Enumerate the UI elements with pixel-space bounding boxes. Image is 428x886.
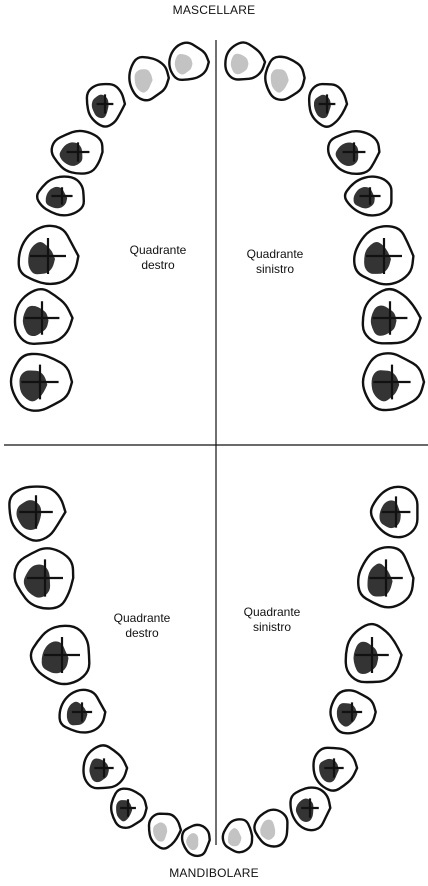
lower-left-tooth-2: [358, 547, 413, 607]
upper-left-tooth-7: [363, 289, 421, 343]
upper-left-tooth-4: [328, 131, 379, 174]
lower-left-tooth-1: [371, 487, 417, 537]
lower-left-tooth-6: [290, 788, 330, 831]
lower-right-tooth-3: [31, 626, 89, 684]
quadrant-upper-right-line1: Quadrante: [108, 243, 208, 258]
lower-left-tooth-5: [314, 748, 358, 791]
lower-right-tooth-7: [149, 814, 181, 849]
upper-left-tooth-8: [363, 353, 424, 410]
upper-arch-teeth: [11, 42, 424, 410]
lower-right-tooth-2: [15, 548, 74, 608]
lower-arch-teeth: [9, 487, 417, 856]
quadrant-upper-right: Quadrante destro: [108, 243, 208, 273]
lower-arch-label: MANDIBOLARE: [0, 866, 428, 880]
upper-right-tooth-3: [87, 84, 125, 127]
lower-left-tooth-7: [254, 810, 287, 847]
lower-left-tooth-8: [223, 819, 252, 852]
upper-right-tooth-4: [52, 131, 103, 174]
upper-right-tooth-2: [129, 57, 168, 100]
upper-right-tooth-7: [15, 289, 73, 344]
upper-arch-label: MASCELLARE: [0, 3, 428, 17]
upper-right-tooth-6: [19, 226, 79, 284]
quadrant-upper-right-line2: destro: [108, 258, 208, 273]
quadrant-lower-left-line2: sinistro: [222, 620, 322, 635]
upper-left-tooth-3: [309, 84, 347, 127]
upper-left-tooth-6: [354, 226, 413, 284]
quadrant-upper-left-line2: sinistro: [225, 262, 325, 277]
lower-right-tooth-8: [182, 825, 210, 856]
upper-left-tooth-2: [265, 57, 304, 100]
lower-right-tooth-4: [60, 690, 106, 733]
quadrant-lower-left: Quadrante sinistro: [222, 605, 322, 635]
upper-right-tooth-8: [11, 354, 72, 411]
quadrant-lower-right-line1: Quadrante: [92, 611, 192, 626]
lower-right-tooth-6: [111, 789, 146, 828]
lower-left-tooth-3: [346, 624, 402, 682]
upper-left-tooth-5: [345, 177, 391, 216]
lower-right-tooth-1: [9, 487, 65, 541]
quadrant-lower-left-line1: Quadrante: [222, 605, 322, 620]
quadrant-lower-right: Quadrante destro: [92, 611, 192, 641]
quadrant-lower-right-line2: destro: [92, 626, 192, 641]
lower-right-tooth-5: [84, 745, 128, 788]
lower-left-tooth-4: [330, 690, 375, 733]
upper-left-tooth-1: [225, 42, 265, 79]
upper-right-tooth-1: [169, 43, 208, 80]
upper-right-tooth-5: [37, 177, 84, 216]
quadrant-upper-left-line1: Quadrante: [225, 247, 325, 262]
quadrant-upper-left: Quadrante sinistro: [225, 247, 325, 277]
